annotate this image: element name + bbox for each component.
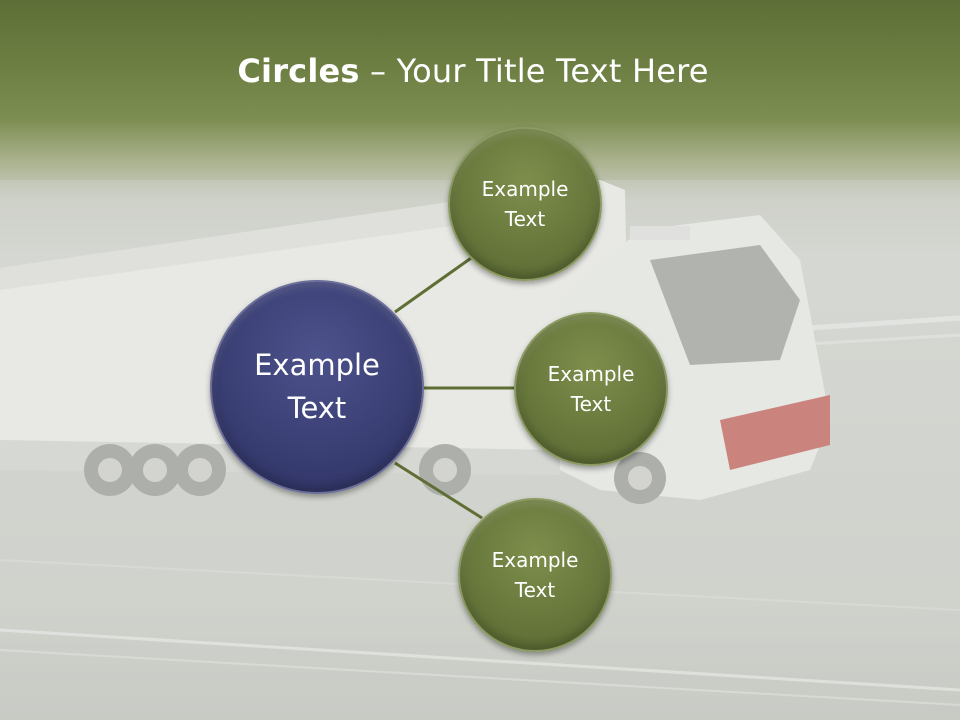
slide-title: Circles – Your Title Text Here [0,52,946,90]
photo-fade-overlay [0,180,960,720]
satellite-circle-1[interactable]: Example Text [448,127,602,281]
satellite-circle-3[interactable]: Example Text [458,498,612,652]
satellite-circle-2[interactable]: Example Text [514,312,668,466]
satellite-circle-3-label: Example Text [491,548,579,602]
connector-3 [394,461,483,520]
center-circle-label: Example Text [254,347,380,426]
satellite-circle-1-label: Example Text [481,177,569,231]
satellite-circle-2-label: Example Text [547,362,635,416]
center-circle[interactable]: Example Text [210,280,424,494]
title-rest: – Your Title Text Here [359,52,709,90]
title-bold: Circles [237,52,360,90]
connector-1 [394,254,475,314]
